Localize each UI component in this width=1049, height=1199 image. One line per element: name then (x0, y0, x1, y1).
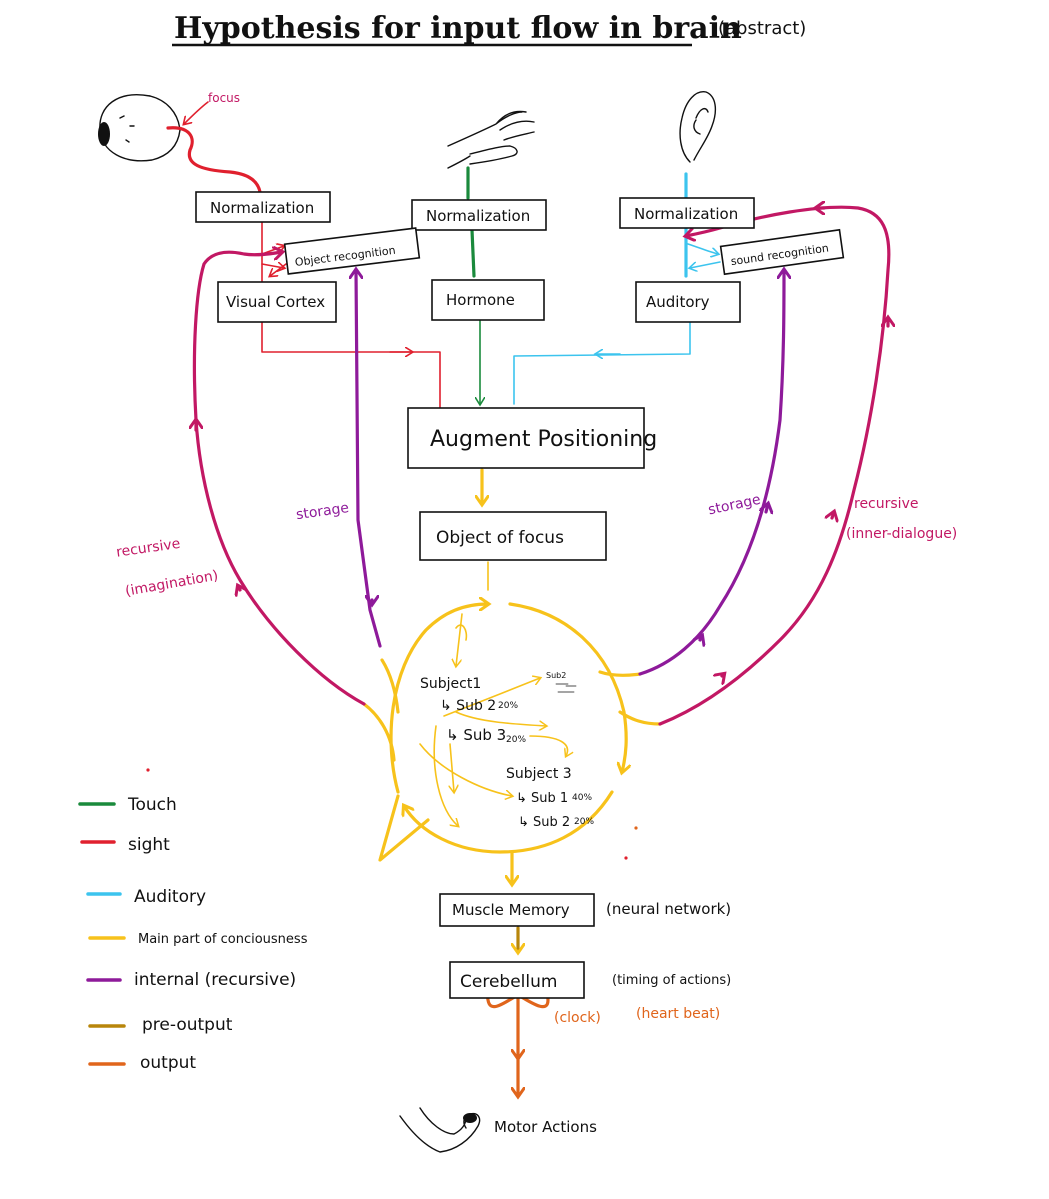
stray-dot (146, 768, 150, 772)
visual-cortex-box: Visual Cortex (217, 281, 337, 323)
legend-item-auditory: Auditory (86, 887, 206, 907)
s3-sub1-label: ↳ Sub 1 (516, 791, 568, 806)
augment-positioning-box: Augment Positioning (407, 407, 657, 469)
imagination-label: (imagination) (124, 568, 219, 600)
mini-sub2-label: Sub2 (546, 671, 566, 680)
legend-label: sight (128, 835, 170, 855)
ear-icon (679, 91, 717, 163)
timing-of-actions-label: (timing of actions) (612, 973, 731, 988)
svg-text:Augment Positioning: Augment Positioning (430, 427, 657, 452)
recursive-right-label: recursive (854, 496, 918, 512)
subject1-label: Subject1 (420, 676, 481, 692)
s1-sub2-pct: 20% (498, 701, 518, 711)
s3-sub2-pct: 20% (574, 817, 594, 827)
stray-dot (624, 856, 628, 860)
legend-item-touch: Touch (78, 795, 177, 815)
svg-text:Visual Cortex: Visual Cortex (226, 293, 325, 311)
svg-text:Auditory: Auditory (646, 293, 710, 311)
auditory-box: Auditory (635, 281, 741, 323)
neural-network-label: (neural network) (606, 900, 731, 918)
legend-label: internal (recursive) (134, 970, 296, 990)
s3-sub2-label: ↳ Sub 2 (518, 815, 570, 830)
legend-label: Main part of conciousness (138, 932, 308, 947)
sound-recognition-box: sound recognition (719, 228, 845, 276)
svg-text:Hormone: Hormone (446, 291, 515, 309)
hand-icon (447, 110, 535, 169)
subject3-label: Subject 3 (506, 766, 572, 782)
legend-item-pre-output: pre-output (88, 1015, 233, 1035)
legend-label: pre-output (142, 1015, 233, 1035)
cerebellum-box: Cerebellum (449, 961, 585, 999)
norm-sight-box: Normalization (195, 191, 331, 223)
s3-sub1-pct: 40% (572, 793, 592, 803)
svg-text:Muscle Memory: Muscle Memory (452, 901, 570, 919)
stray-dot (634, 826, 638, 830)
clock-label: (clock) (554, 1010, 601, 1026)
s1-sub2-label: ↳ Sub 2 (440, 698, 496, 714)
storage-right-label: storage (707, 492, 762, 519)
legend-label: output (140, 1053, 196, 1073)
focus-label: focus (208, 91, 240, 105)
page-subtitle: (abstract) (718, 18, 806, 39)
svg-text:Normalization: Normalization (634, 205, 738, 223)
s1-sub3-label: ↳ Sub 3 (446, 726, 506, 744)
legend: Touch sight Auditory Main part of concio… (78, 795, 308, 1073)
svg-text:Normalization: Normalization (210, 199, 314, 217)
legend-label: Touch (127, 795, 177, 815)
storage-left-label: storage (295, 500, 350, 523)
norm-audio-box: Normalization (619, 197, 755, 229)
inner-dialogue-label: (inner-dialogue) (846, 526, 957, 542)
legend-item-output: output (88, 1053, 196, 1073)
svg-text:Object of focus: Object of focus (436, 528, 564, 548)
eye-icon (98, 94, 181, 162)
object-recognition-box: Object recognition (283, 227, 421, 275)
legend-label: Auditory (134, 887, 206, 907)
motor-actions-label: Motor Actions (494, 1118, 597, 1136)
svg-text:Cerebellum: Cerebellum (460, 972, 557, 992)
recursive-left-label: recursive (115, 536, 181, 561)
page-title: Hypothesis for input flow in brain (174, 11, 742, 46)
heart-beat-label: (heart beat) (636, 1006, 720, 1022)
norm-touch-box: Normalization (411, 199, 547, 231)
legend-item-sight: sight (80, 835, 170, 855)
flexed-arm-icon (399, 1107, 481, 1153)
object-of-focus-box: Object of focus (419, 511, 607, 561)
hormone-box: Hormone (431, 279, 545, 321)
svg-text:Normalization: Normalization (426, 207, 530, 225)
legend-item-main: Main part of conciousness (88, 932, 308, 947)
muscle-memory-box: Muscle Memory (439, 893, 595, 927)
legend-item-internal: internal (recursive) (86, 970, 296, 990)
mini-sub-scribble (555, 683, 577, 693)
s1-sub3-pct: 20% (506, 735, 526, 745)
